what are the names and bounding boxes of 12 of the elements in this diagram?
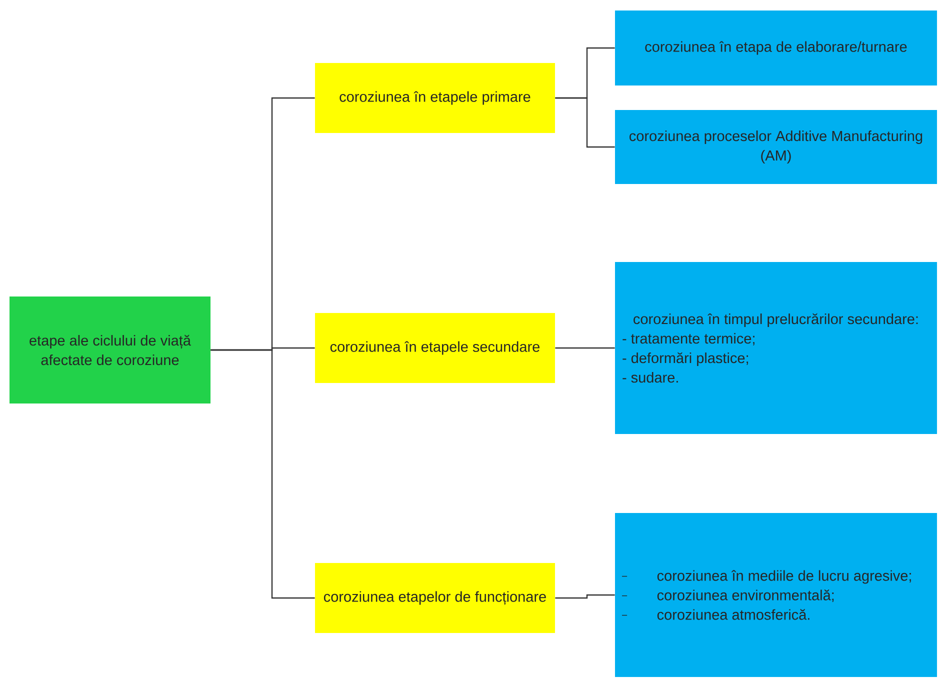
detail-box: coroziunea proceselor Additive Manufacturing (AM) (615, 110, 937, 184)
detail-box: coroziunea în mediile de lucru agresive; coroziunea environmentală; coroziunea atmosferică. (615, 513, 937, 677)
category-box: coroziunea în etapele secundare (315, 313, 555, 383)
detail-box: coroziunea în timpul prelucrărilor secundare: - tratamente termice; - deformări plastice; - sudare. (615, 262, 937, 434)
category-box: coroziunea etapelor de funcționare (315, 563, 555, 633)
connector-line (555, 347, 615, 349)
root-box: etape ale ciclului de viață afectate de coroziune (10, 296, 210, 404)
detail-box: coroziunea în etapa de elaborare/turnare (615, 10, 937, 86)
connector-line (555, 594, 615, 599)
connector-line (210, 349, 315, 599)
connector-line (555, 97, 615, 148)
category-box: coroziunea în etapele primare (315, 63, 555, 133)
